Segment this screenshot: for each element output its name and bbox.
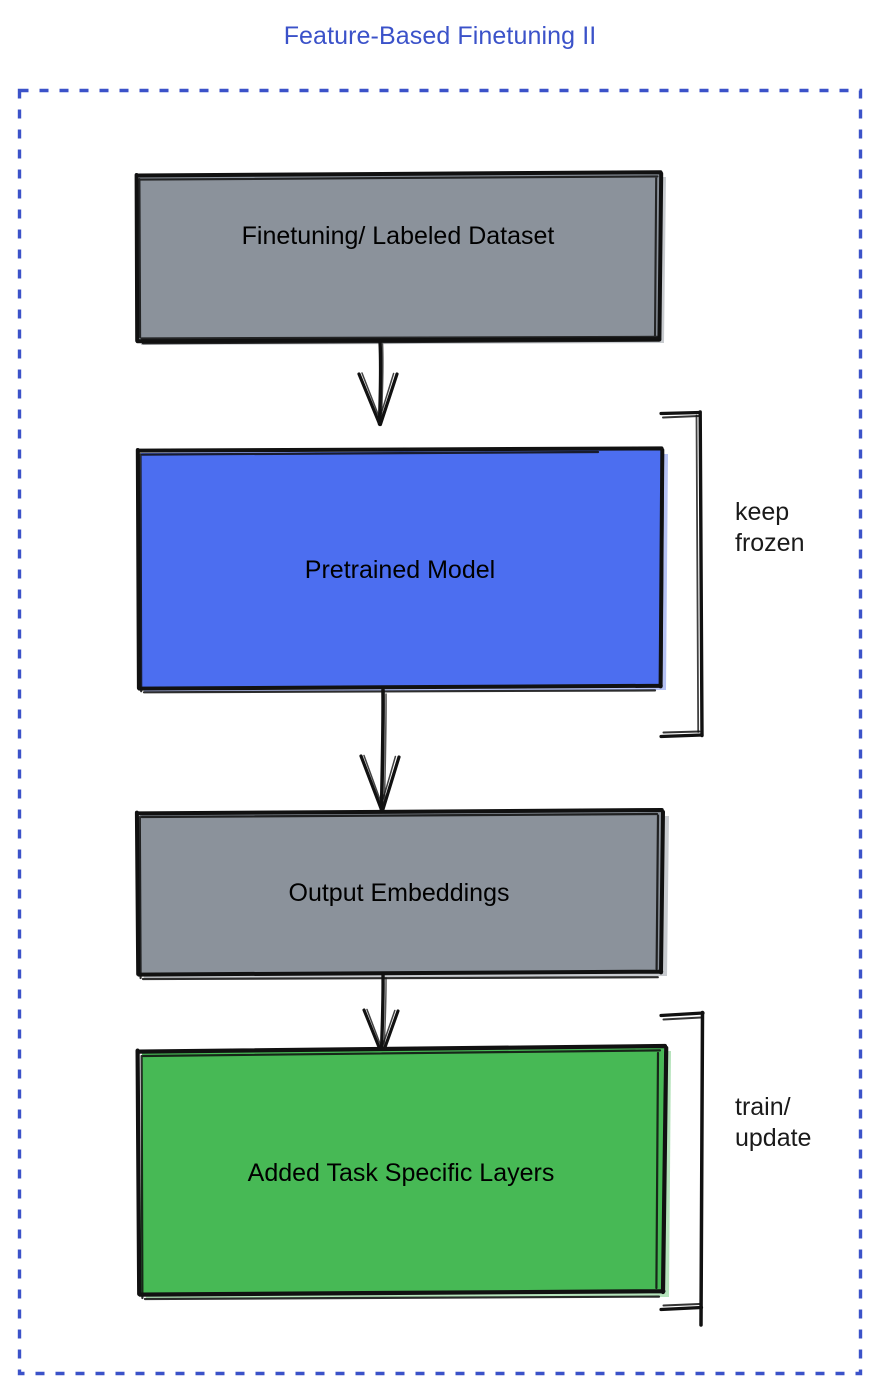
node-dataset-label: Finetuning/ Labeled Dataset xyxy=(241,222,555,250)
node-pretrained-fill xyxy=(139,450,661,688)
node-dataset-outline xyxy=(134,170,664,344)
bracket-keep-frozen xyxy=(659,410,704,739)
node-embeddings-fill xyxy=(138,811,661,974)
annotation-train-update-label: train/ update xyxy=(735,1093,812,1152)
node-embeddings-outline-2 xyxy=(138,812,660,981)
node-dataset-outline-3 xyxy=(141,339,661,345)
bracket-train-update xyxy=(659,1010,705,1327)
node-task-layers-outline xyxy=(135,1043,669,1297)
edge-dataset-pretrained xyxy=(357,339,399,427)
node-pretrained[interactable] xyxy=(135,446,668,694)
edge-pretrained-embeddings xyxy=(359,688,401,813)
node-pretrained-outline-2 xyxy=(139,450,665,694)
node-dataset[interactable] xyxy=(134,170,666,345)
node-task-layers-label: Added Task Specific Layers xyxy=(247,1159,555,1187)
node-embeddings-label: Output Embeddings xyxy=(288,879,510,907)
dashed-container-border xyxy=(17,88,863,1376)
node-embeddings[interactable] xyxy=(134,808,669,981)
node-dataset-outline-2 xyxy=(138,175,659,340)
node-pretrained-label: Pretrained Model xyxy=(304,556,496,584)
node-embeddings-outline xyxy=(134,808,665,977)
node-task-layers-outline-2 xyxy=(140,1049,662,1301)
diagram-title: Feature-Based Finetuning II xyxy=(283,22,597,50)
edge-embeddings-task-layers xyxy=(362,972,400,1056)
node-task-layers[interactable] xyxy=(135,1043,671,1301)
node-dataset-fill xyxy=(137,173,661,341)
node-task-layers-fill xyxy=(140,1047,664,1294)
annotation-keep-frozen-label: keep frozen xyxy=(735,498,805,557)
